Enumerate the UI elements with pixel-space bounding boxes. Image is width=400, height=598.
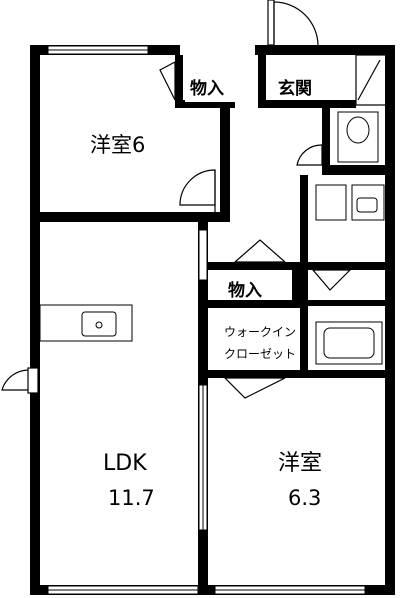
label-western-room-6: 洋室6 bbox=[90, 133, 145, 157]
label-entrance: 玄関 bbox=[278, 78, 312, 99]
label-walk-in-closet-line1: ウォークイン bbox=[224, 325, 296, 339]
label-ldk-size: 11.7 bbox=[108, 486, 155, 510]
label-walk-in-closet-line2: クローゼット bbox=[224, 347, 296, 361]
label-western-room-63-size: 6.3 bbox=[288, 486, 321, 510]
doors bbox=[1, 0, 387, 399]
label-storage-mid: 物入 bbox=[228, 280, 262, 301]
label-storage-top: 物入 bbox=[190, 78, 224, 99]
windows bbox=[47, 45, 366, 595]
label-western-room-63: 洋室 bbox=[278, 451, 322, 476]
fixtures bbox=[39, 111, 385, 365]
label-ldk: LDK bbox=[103, 451, 147, 476]
